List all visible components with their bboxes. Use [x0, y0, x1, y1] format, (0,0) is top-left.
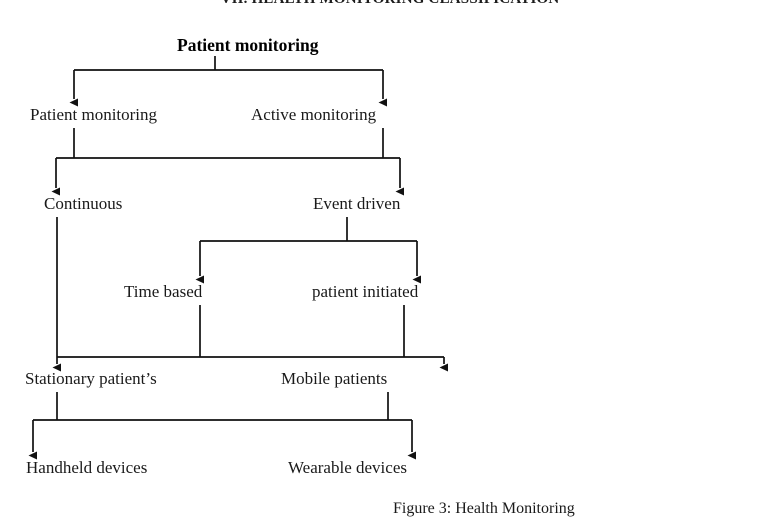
node-patient-initiated: patient initiated [312, 282, 419, 301]
node-root-patient-monitoring: Patient monitoring [177, 35, 319, 55]
node-wearable-devices: Wearable devices [288, 458, 407, 477]
node-active-monitoring: Active monitoring [251, 105, 377, 124]
node-event-driven: Event driven [313, 194, 401, 213]
node-stationary-patients: Stationary patient’s [25, 369, 157, 388]
section-header: VII. HEALTH MONITORING CLASSIFICATION [0, 0, 780, 8]
figure-caption: Figure 3: Health Monitoring [393, 500, 575, 517]
node-continuous: Continuous [44, 194, 123, 213]
node-mobile-patients: Mobile patients [281, 369, 388, 388]
node-patient-monitoring: Patient monitoring [30, 105, 158, 124]
node-time-based: Time based [124, 282, 203, 301]
node-handheld-devices: Handheld devices [26, 458, 148, 477]
